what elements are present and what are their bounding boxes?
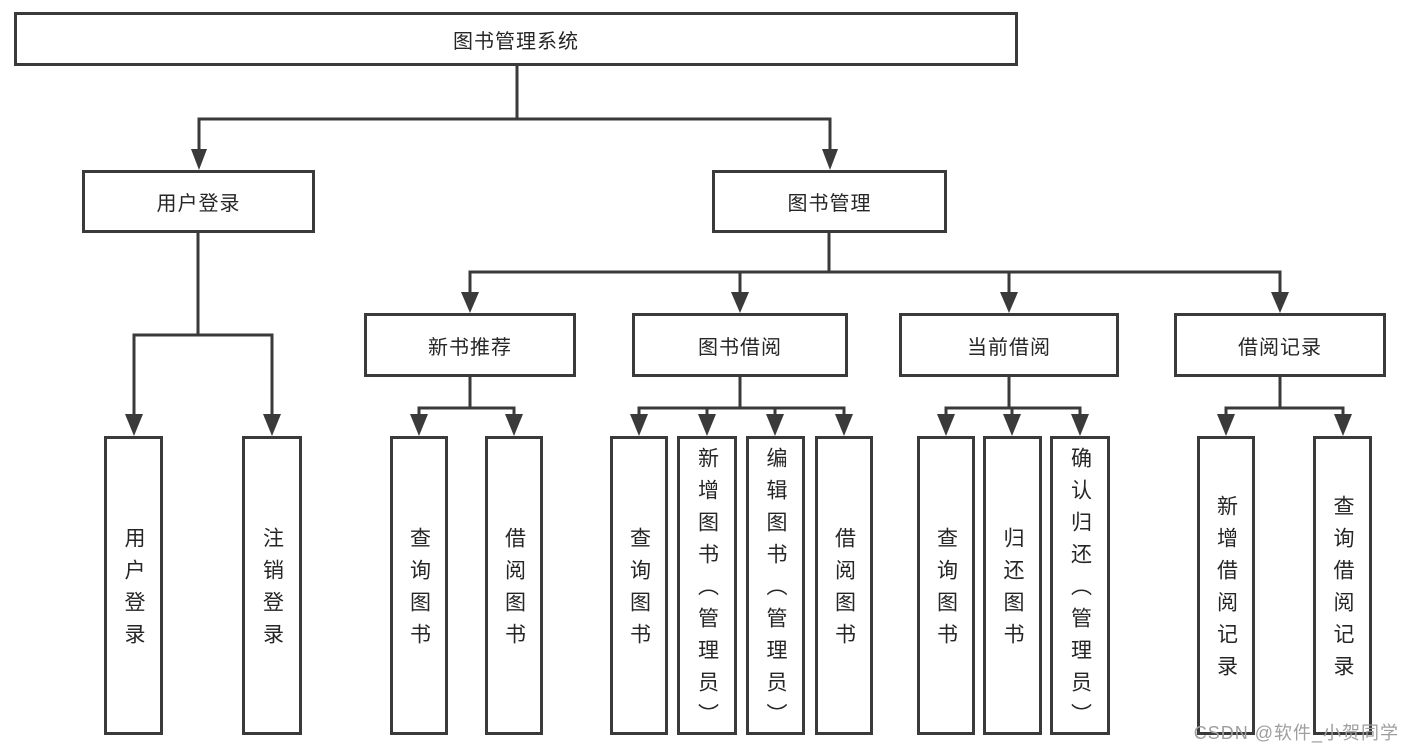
- node-user-login-label: 用户登录: [156, 193, 241, 215]
- csdn-watermark: CSDN @软件_小贺同学: [1193, 723, 1399, 743]
- node-root-label: 图书管理系统: [453, 30, 579, 53]
- node-user-login: 用户登录: [82, 170, 315, 233]
- node-current-borrow-label: 当前借阅: [967, 336, 1051, 359]
- leaf-confirm-return-admin-label: 确认归还（管理员）: [1068, 447, 1092, 735]
- leaf-add-borrow-record: 新增借阅记录: [1197, 436, 1255, 735]
- leaf-edit-book-admin-label: 编辑图书（管理员）: [764, 447, 787, 735]
- leaf-search-book-1-label: 查询图书: [407, 527, 431, 655]
- leaf-add-borrow-record-label: 新增借阅记录: [1214, 495, 1238, 687]
- leaf-user-login: 用户登录: [104, 436, 163, 735]
- node-root-system: 图书管理系统: [14, 12, 1018, 66]
- leaf-search-book-1: 查询图书: [390, 436, 448, 735]
- node-book-management: 图书管理: [712, 170, 947, 233]
- leaf-logout-login-label: 注销登录: [260, 527, 284, 655]
- leaf-borrow-book-1-label: 借阅图书: [502, 527, 526, 655]
- node-borrow-records-label: 借阅记录: [1238, 336, 1322, 359]
- node-new-book-recommend-label: 新书推荐: [428, 336, 512, 359]
- leaf-add-book-admin-label: 新增图书（管理员）: [695, 447, 719, 735]
- leaf-confirm-return-admin: 确认归还（管理员）: [1050, 436, 1110, 735]
- leaf-user-login-label: 用户登录: [122, 527, 145, 655]
- leaf-return-book: 归还图书: [983, 436, 1042, 735]
- leaf-add-book-admin: 新增图书（管理员）: [677, 436, 737, 735]
- leaf-return-book-label: 归还图书: [1001, 527, 1024, 655]
- leaf-borrow-book-1: 借阅图书: [485, 436, 543, 735]
- leaf-borrow-book-2-label: 借阅图书: [832, 527, 856, 655]
- node-book-management-label: 图书管理: [787, 193, 872, 215]
- leaf-search-book-2-label: 查询图书: [627, 527, 651, 655]
- node-current-borrow: 当前借阅: [899, 313, 1119, 377]
- leaf-edit-book-admin: 编辑图书（管理员）: [746, 436, 805, 735]
- leaf-borrow-book-2: 借阅图书: [815, 436, 873, 735]
- leaf-search-book-3: 查询图书: [917, 436, 975, 735]
- leaf-logout-login: 注销登录: [242, 436, 302, 735]
- leaf-search-book-2: 查询图书: [610, 436, 668, 735]
- node-book-borrow-label: 图书借阅: [698, 336, 782, 359]
- leaf-query-borrow-record: 查询借阅记录: [1313, 436, 1372, 735]
- leaf-query-borrow-record-label: 查询借阅记录: [1331, 495, 1354, 687]
- node-borrow-records: 借阅记录: [1174, 313, 1386, 377]
- node-book-borrow: 图书借阅: [632, 313, 848, 377]
- leaf-search-book-3-label: 查询图书: [934, 527, 958, 655]
- node-new-book-recommend: 新书推荐: [364, 313, 576, 377]
